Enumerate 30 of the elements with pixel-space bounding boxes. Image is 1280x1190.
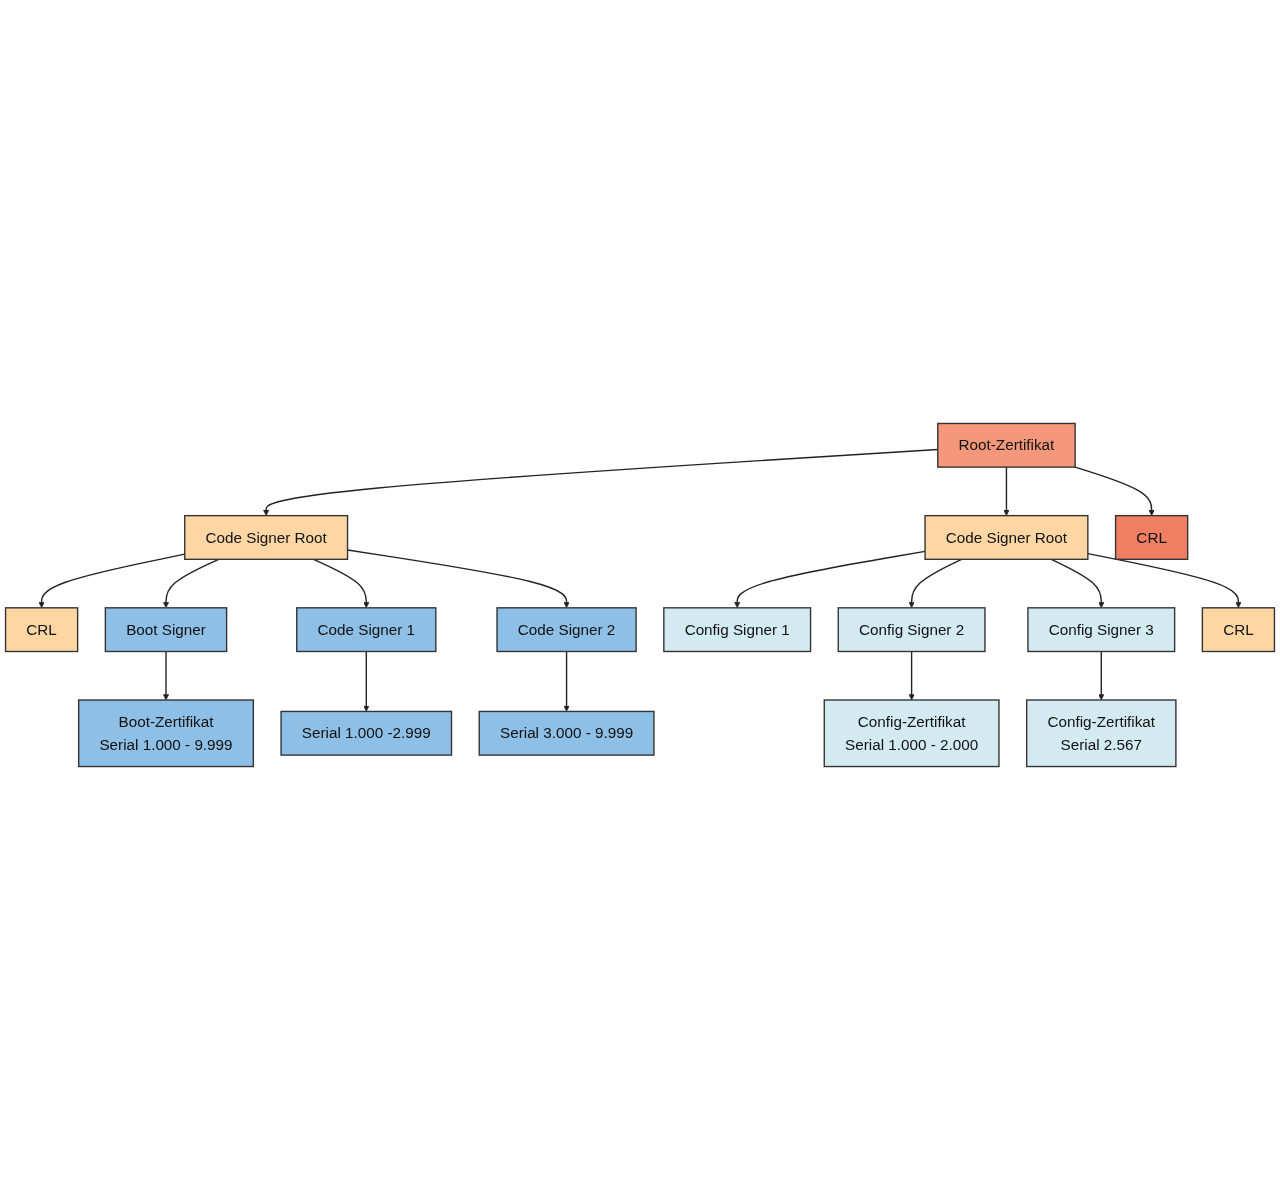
arrow: [1003, 466, 1010, 516]
node-box: CRL: [1201, 607, 1276, 653]
arrow: [363, 650, 370, 712]
arrow: [1074, 466, 1155, 516]
arrow: [162, 558, 220, 609]
node-box: CRL: [4, 607, 79, 653]
node-box: Code Signer 2: [496, 607, 637, 653]
arrow: [563, 650, 570, 712]
node-box: CRL: [1114, 514, 1189, 560]
node-box: Config-Zertifikat Serial 2.567: [1026, 699, 1177, 768]
node-box: Serial 1.000 -2.999: [280, 710, 453, 756]
node-box: Code Signer Root: [184, 514, 349, 560]
node-box: Code Signer Root: [924, 514, 1089, 560]
arrow: [908, 558, 963, 609]
arrow: [908, 650, 915, 701]
node-box: Serial 3.000 - 9.999: [478, 710, 655, 756]
arrow: [1087, 552, 1242, 609]
arrow: [312, 558, 370, 609]
node-box: Code Signer 1: [296, 607, 437, 653]
arrow: [1050, 558, 1105, 609]
node-box: Boot-Zertifikat Serial 1.000 - 9.999: [77, 699, 255, 768]
arrow: [734, 550, 926, 609]
node-box: Boot Signer: [104, 607, 228, 653]
arrow: [162, 650, 170, 701]
node-box: Config Signer 1: [663, 607, 812, 653]
node-box: Config-Zertifikat Serial 1.000 - 2.000: [823, 699, 1000, 768]
node-box: Root-Zertifikat: [937, 422, 1076, 468]
arrow: [1098, 650, 1105, 701]
node-box: Config Signer 2: [837, 607, 986, 653]
node-box: Config Signer 3: [1027, 607, 1176, 653]
